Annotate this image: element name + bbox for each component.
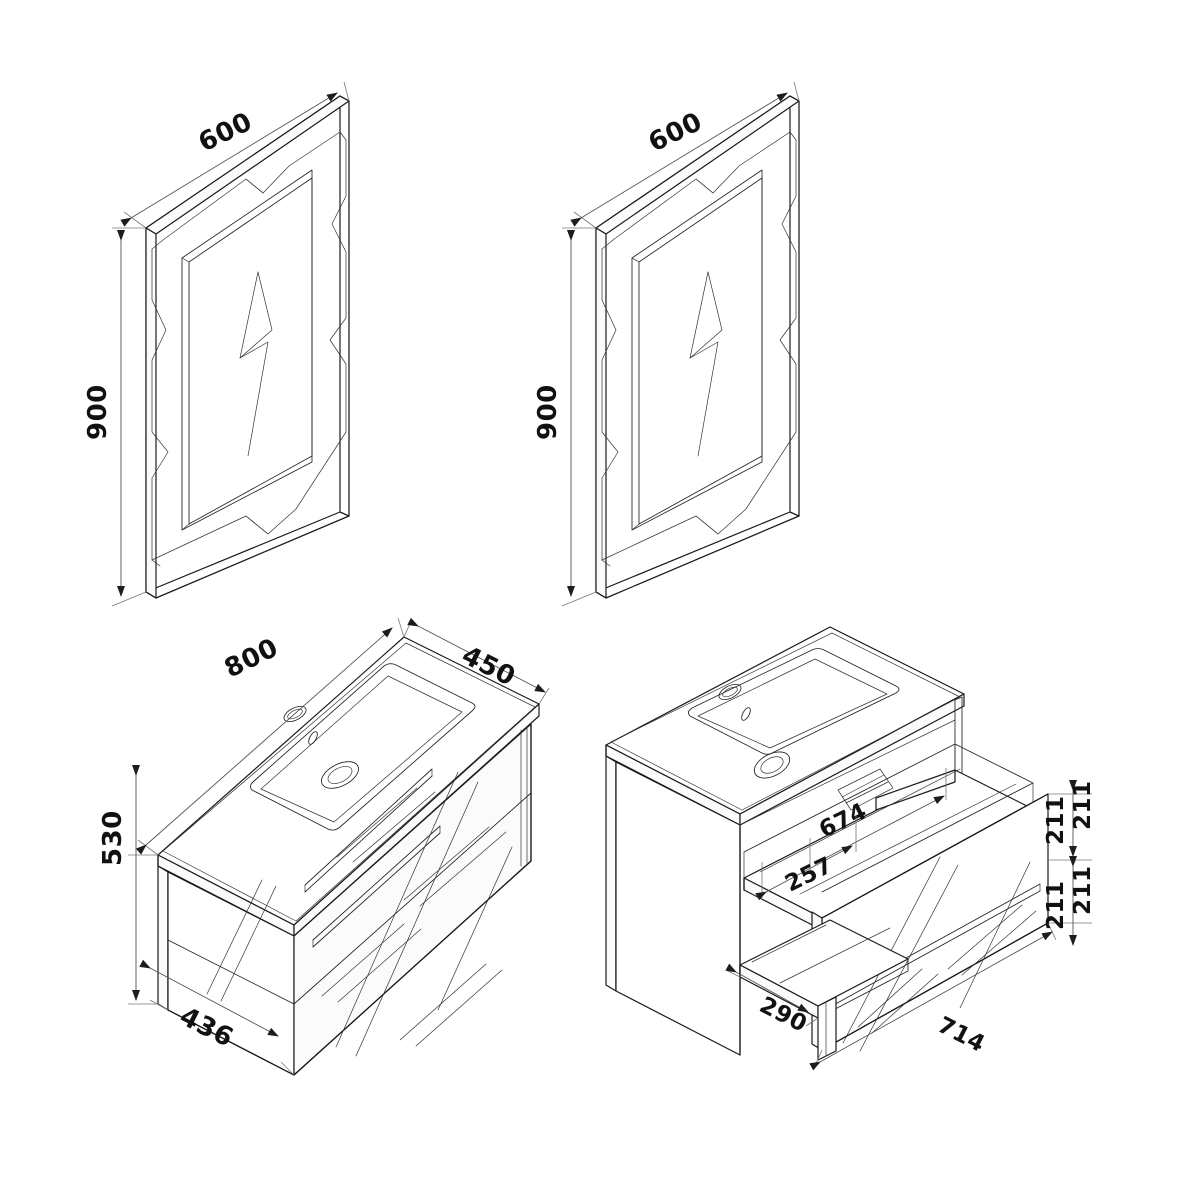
dimension-drawer-heights: 211 211 211 211: [1043, 780, 1096, 946]
view-vanity-closed: 800 450 530 436: [98, 617, 550, 1076]
drain-hole: [753, 751, 791, 779]
dimension-label-900-mirror-left: 900: [83, 384, 113, 440]
view-mirror-right: 600 900: [533, 81, 800, 607]
dimension-label-211-d: 211: [1043, 880, 1069, 930]
dimension-label-211-a: 211: [1070, 780, 1096, 830]
mirror-left-reflection-glint: [239, 271, 273, 457]
drawer-pipe-cutout: [837, 768, 894, 811]
vanity-open-basin-top: [605, 626, 965, 826]
view-vanity-open: 674 257 290 714: [605, 626, 1096, 1071]
vanity-open-basin-bowl: [687, 648, 900, 779]
vanity-open-carcass: [605, 696, 963, 1056]
dimension-vanity-height: 530: [98, 765, 158, 1005]
dimension-mirror-left-height: 900: [83, 227, 147, 607]
dimension-mirror-right-height: 900: [533, 227, 597, 607]
dimension-label-211-c: 211: [1070, 865, 1096, 915]
dimension-label-530: 530: [98, 810, 128, 866]
mirror-right-reflection-glint: [689, 271, 723, 457]
dimension-label-900-mirror-right: 900: [533, 384, 563, 440]
dimension-label-211-b: 211: [1043, 795, 1069, 845]
tap-hole: [718, 683, 742, 701]
overflow-slot: [741, 707, 751, 721]
view-mirror-left: 600 900: [83, 81, 350, 607]
